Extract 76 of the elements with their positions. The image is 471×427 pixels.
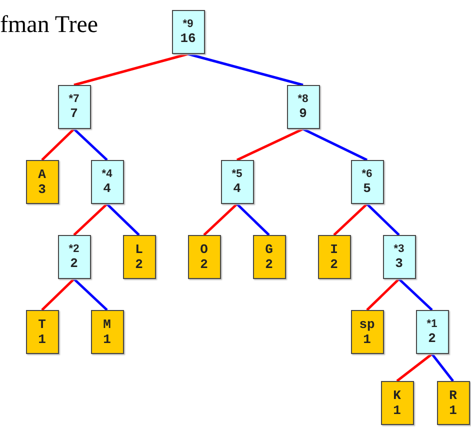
tree-edge: [188, 52, 304, 86]
internal-node-box: [172, 10, 204, 54]
tree-edge: [73, 278, 108, 311]
weight-label: 3: [38, 183, 46, 196]
internal-node-box: [90, 160, 124, 204]
internal-node-box: [220, 160, 254, 204]
weight-label: 1: [393, 404, 401, 417]
symbol-label: G: [265, 243, 273, 256]
tree-edge: [366, 278, 400, 311]
tree-edge: [431, 353, 454, 382]
internal-node-box: [58, 235, 90, 279]
tree-edge: [203, 203, 238, 236]
weight-label: 2: [200, 258, 208, 271]
node-id: *5: [232, 169, 242, 180]
weight-label: 2: [265, 258, 273, 271]
weight-label: 7: [70, 107, 78, 120]
internal-node-box: [416, 310, 448, 354]
weight-label: 1: [103, 333, 111, 346]
weight-label: 1: [449, 404, 457, 417]
tree-edge: [73, 128, 108, 161]
symbol-label: R: [449, 389, 457, 402]
tree-edge: [366, 203, 400, 236]
tree-edge: [73, 203, 108, 236]
symbol-label: sp: [359, 318, 375, 331]
weight-label: 5: [363, 182, 371, 195]
node-id: *7: [68, 94, 80, 105]
internal-node-box: [58, 85, 90, 129]
tree-edge: [398, 278, 433, 311]
node-id: *3: [394, 244, 404, 255]
leaf-node-box: [252, 235, 286, 279]
weight-label: 2: [428, 332, 436, 345]
tree-edge: [396, 353, 433, 382]
leaf-node-box: [380, 381, 414, 425]
internal-node-box: [286, 85, 320, 129]
symbol-label: I: [330, 243, 338, 256]
internal-node-box: [382, 235, 416, 279]
weight-label: 2: [330, 258, 338, 271]
node-id: *9: [182, 19, 194, 30]
leaf-node-box: [436, 381, 470, 425]
tree-edge: [106, 203, 140, 236]
leaf-node-box: [122, 235, 156, 279]
tree-edge: [302, 128, 368, 162]
symbol-label: A: [38, 168, 46, 181]
tree-edge: [74, 52, 188, 86]
node-id: *8: [298, 94, 308, 105]
node-id: *2: [68, 244, 80, 255]
internal-node-box: [350, 160, 384, 204]
symbol-label: T: [38, 318, 46, 331]
symbol-label: O: [200, 243, 208, 256]
leaf-node-box: [90, 310, 124, 354]
node-id: *4: [102, 169, 112, 180]
leaf-node-box: [318, 235, 350, 279]
tree-edge: [236, 203, 270, 236]
weight-label: 2: [135, 258, 143, 271]
tree-edge: [41, 278, 75, 311]
symbol-label: K: [393, 389, 401, 402]
leaf-node-box: [26, 160, 58, 204]
tree-edge: [236, 128, 304, 162]
node-id: *1: [426, 319, 438, 330]
diagram-title: fman Tree: [0, 12, 98, 39]
weight-label: 3: [395, 257, 403, 270]
weight-label: 16: [180, 32, 196, 45]
leaf-node-box: [26, 310, 58, 354]
weight-label: 4: [233, 182, 241, 195]
tree-edge: [41, 128, 75, 161]
tree-edge: [333, 203, 368, 236]
leaf-node-box: [350, 310, 384, 354]
weight-label: 9: [299, 107, 307, 120]
weight-label: 4: [103, 182, 111, 195]
weight-label: 1: [363, 333, 371, 346]
leaf-node-box: [188, 235, 220, 279]
symbol-label: M: [103, 318, 111, 331]
symbol-label: L: [135, 243, 143, 256]
node-id: *6: [362, 169, 372, 180]
weight-label: 2: [70, 257, 78, 270]
weight-label: 1: [38, 333, 46, 346]
